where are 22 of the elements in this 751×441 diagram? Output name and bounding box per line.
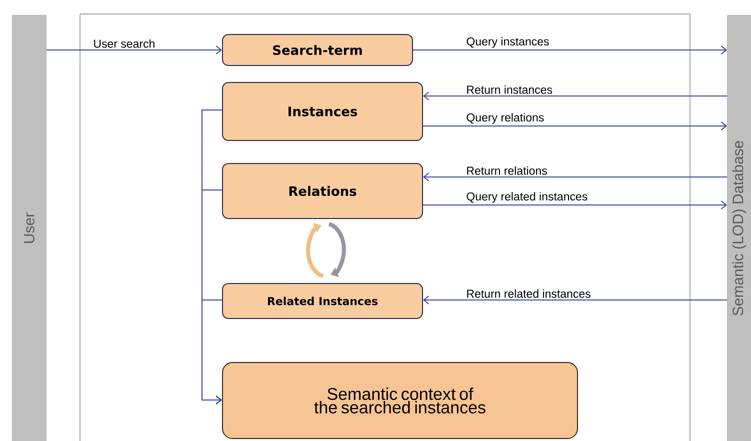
process-box: Instances [222,82,423,141]
side-band: User [12,15,46,441]
arrow [412,46,728,54]
arrow [423,172,728,182]
arrow [423,296,728,304]
edge-label: Query instances [465,36,550,49]
arrow [422,200,728,210]
result-box: Semantic context of the searched instances [222,362,578,439]
arrow [46,46,222,54]
process-box: Related Instances [222,283,423,319]
process-box: Relations [222,163,423,219]
edge-label: User search [92,38,156,49]
edge-label: Return related instances [465,288,592,299]
edge-label: Query relations [465,112,546,125]
edge-label: Return relations [465,165,548,176]
edge-label: Query related instances [465,191,589,204]
side-band: Semantic (LOD) Database [727,15,751,441]
process-box: Search-term [222,34,413,66]
arrow [423,92,728,100]
edge-label: Return instances [465,84,554,95]
arrow [422,122,728,130]
arrow [202,300,222,404]
